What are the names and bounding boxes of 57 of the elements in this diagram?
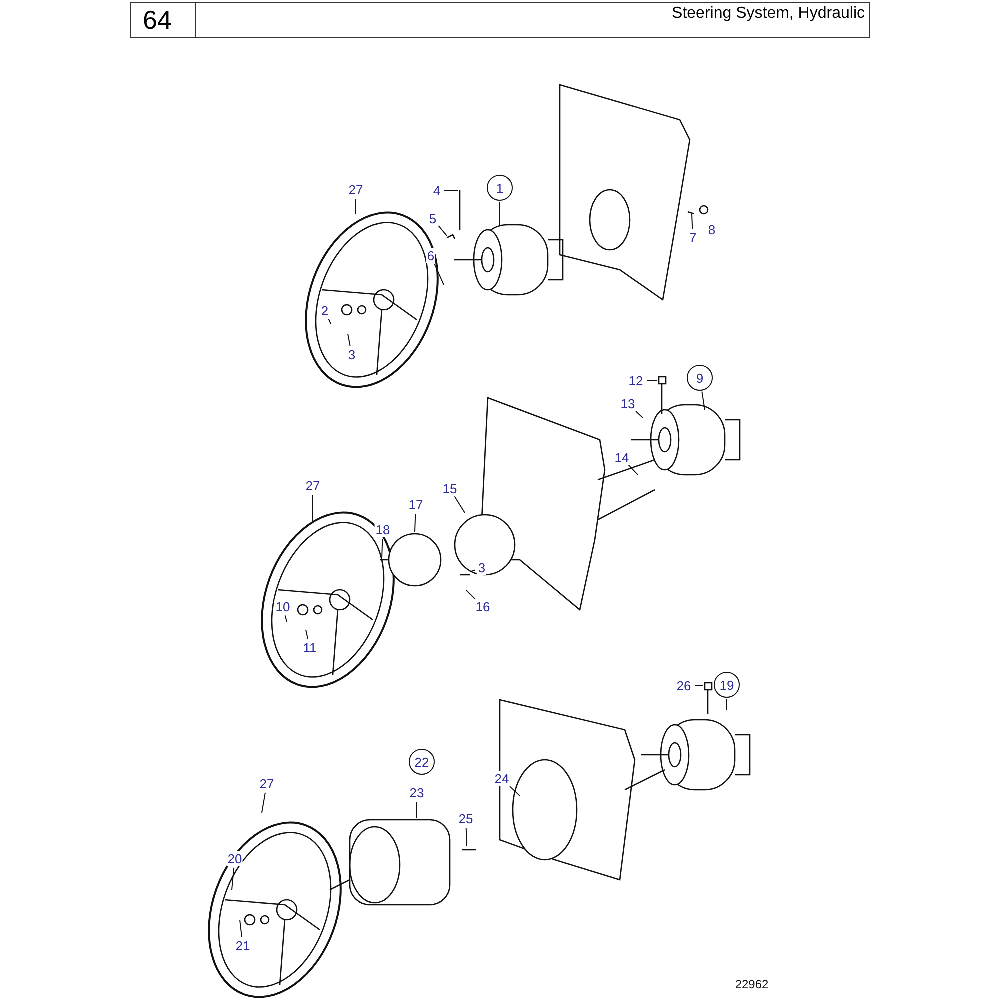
leader-line <box>240 920 242 938</box>
leader-line <box>382 538 384 560</box>
leader-line <box>470 570 476 572</box>
callout-number: 10 <box>274 600 292 614</box>
leader-line <box>466 590 478 602</box>
leader-line <box>328 318 332 324</box>
callout-number: 16 <box>474 600 492 614</box>
leader-line <box>262 792 266 814</box>
callout-number: 4 <box>432 184 442 198</box>
leader-line <box>702 391 706 410</box>
callout-number: 23 <box>408 786 426 800</box>
callout-number: 14 <box>614 450 630 466</box>
callout-number: 17 <box>408 498 424 512</box>
page-number: 64 <box>143 5 172 36</box>
circled-callout-number: 22 <box>409 749 435 775</box>
callout-number: 20 <box>226 852 244 866</box>
callout-number: 8 <box>707 222 717 238</box>
callout-number: 15 <box>442 482 458 496</box>
callout-number: 18 <box>374 522 392 538</box>
callout-number: 3 <box>477 560 487 576</box>
circled-callout-number: 1 <box>487 175 513 201</box>
callout-number: 21 <box>234 938 252 954</box>
callout-number: 2 <box>320 304 330 318</box>
leader-line <box>348 334 351 347</box>
leader-line <box>454 496 466 514</box>
leader-line <box>416 802 418 818</box>
callout-number: 13 <box>620 396 636 412</box>
callout-number: 27 <box>304 478 322 494</box>
leader-line <box>232 867 235 890</box>
circled-callout-number: 9 <box>687 365 713 391</box>
page-title: Steering System, Hydraulic <box>672 5 865 23</box>
leader-line <box>510 786 520 796</box>
callout-number: 26 <box>676 678 692 694</box>
callout-number: 25 <box>458 812 474 826</box>
leader-line <box>434 264 444 286</box>
callout-number: 7 <box>688 230 698 246</box>
leader-line <box>444 190 458 192</box>
callout-number: 24 <box>494 772 510 786</box>
leader-line <box>636 411 644 418</box>
callout-number: 11 <box>302 640 318 656</box>
leader-line <box>646 380 658 382</box>
leader-line <box>628 464 638 476</box>
leader-line <box>466 828 468 846</box>
callout-number: 27 <box>258 776 276 792</box>
leader-line <box>312 494 314 522</box>
circled-callout-number: 19 <box>714 672 740 698</box>
leader-line <box>438 225 448 236</box>
leader-line <box>284 615 288 622</box>
leader-line <box>306 630 309 640</box>
callout-number: 12 <box>628 374 644 388</box>
callout-number: 27 <box>348 182 364 198</box>
callout-number: 5 <box>428 212 438 226</box>
callout-number: 3 <box>347 348 357 362</box>
callout-number: 6 <box>426 248 436 264</box>
leader-line <box>692 214 694 230</box>
leader-line <box>726 698 728 710</box>
leader-line <box>414 514 416 532</box>
